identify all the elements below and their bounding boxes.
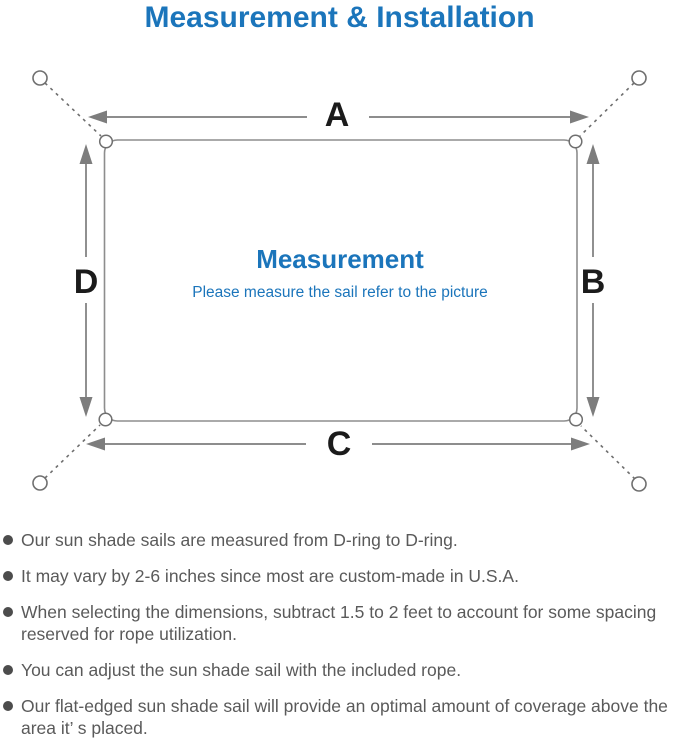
bullet-dot-icon (3, 701, 13, 711)
bullet-dot-icon (3, 535, 13, 545)
note-text: Our sun shade sails are measured from D-… (21, 530, 458, 550)
note-text: You can adjust the sun shade sail with t… (21, 660, 462, 680)
measure-c-arrowhead-right-icon (571, 437, 590, 451)
note-item: Our flat-edged sun shade sail will provi… (3, 695, 671, 739)
note-text: When selecting the dimensions, subtract … (21, 602, 657, 644)
measure-b-arrowhead-up-icon (586, 144, 600, 164)
note-item: When selecting the dimensions, subtract … (3, 601, 671, 645)
anchor-point-top-right-icon (631, 70, 647, 86)
sail-outline (103, 139, 578, 422)
note-item: Our sun shade sails are measured from D-… (3, 529, 671, 551)
notes-list: Our sun shade sails are measured from D-… (0, 529, 679, 753)
anchor-point-top-left-icon (32, 70, 48, 86)
bullet-dot-icon (3, 665, 13, 675)
measure-a-arrowhead-right-icon (570, 110, 589, 124)
note-text: It may vary by 2-6 inches since most are… (21, 566, 519, 586)
measurement-subheading: Please measure the sail refer to the pic… (192, 284, 488, 301)
measure-d-arrowhead-down-icon (79, 397, 93, 417)
dimension-label-d: D (74, 263, 99, 301)
dimension-label-c: C (327, 425, 352, 463)
d-ring-top-left-icon (98, 134, 114, 149)
d-ring-bottom-right-icon (568, 412, 584, 427)
page-title: Measurement & Installation (144, 1, 535, 34)
measurement-diagram-svg: A C D B Measurement Please measure the s… (32, 70, 647, 492)
tether-line-top-right (579, 82, 635, 137)
dimension-label-a: A (325, 96, 350, 134)
dimension-label-b: B (581, 263, 606, 301)
bullet-dot-icon (3, 607, 13, 617)
measurement-diagram: A C D B Measurement Please measure the s… (0, 60, 679, 525)
anchor-point-bottom-left-icon (32, 475, 48, 491)
measurement-heading: Measurement (256, 244, 424, 274)
tether-line-bottom-left (44, 424, 101, 479)
d-ring-bottom-left-icon (98, 412, 113, 427)
bullet-dot-icon (3, 571, 13, 581)
measure-d-arrowhead-up-icon (79, 144, 93, 164)
tether-line-bottom-right (580, 425, 636, 480)
d-ring-top-right-icon (568, 134, 583, 149)
note-item: It may vary by 2-6 inches since most are… (3, 565, 671, 587)
measure-a-arrowhead-left-icon (88, 110, 107, 124)
measure-b-arrowhead-down-icon (586, 397, 600, 417)
note-text: Our flat-edged sun shade sail will provi… (21, 696, 668, 738)
anchor-point-bottom-right-icon (631, 476, 647, 492)
measure-c-arrowhead-left-icon (86, 437, 105, 451)
note-item: You can adjust the sun shade sail with t… (3, 659, 671, 681)
tether-line-top-left (44, 82, 102, 137)
